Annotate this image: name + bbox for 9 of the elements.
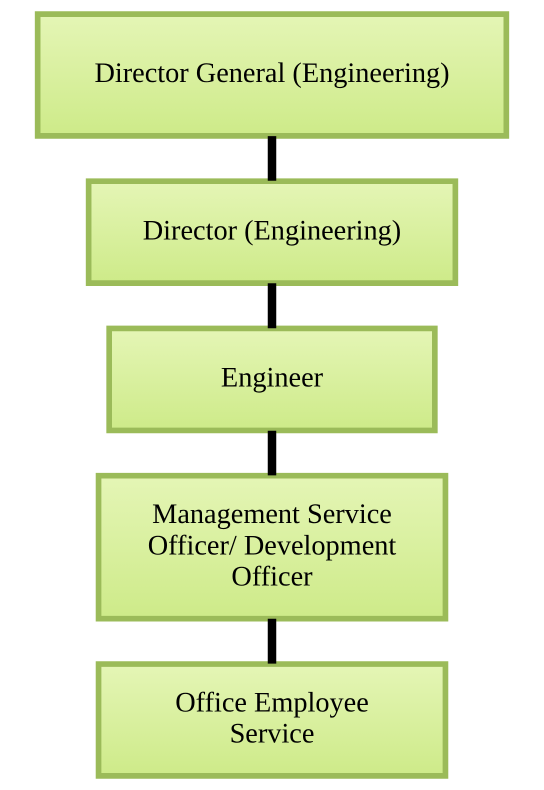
connector [268,430,276,476]
connector [268,618,276,664]
node-box: Engineer [106,326,438,434]
connector [268,136,276,181]
node-box: Office Employee Service [96,661,448,779]
connector [268,283,276,328]
node-box: Management Service Officer/ Development Officer [96,472,448,622]
node-box: Director (Engineering) [86,178,458,286]
node-box: Director General (Engineering) [34,11,510,139]
